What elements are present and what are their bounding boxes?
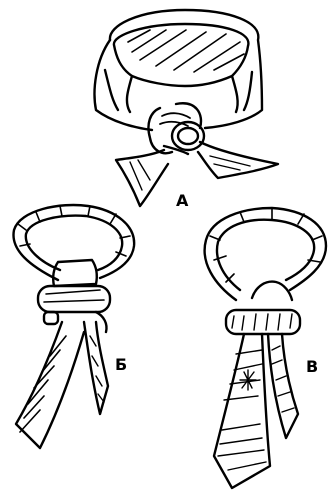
figure-a-label: А (176, 191, 189, 210)
figure-v-ring-knot: В (205, 208, 326, 488)
figure-v-label: В (306, 357, 318, 376)
figure-a-collar-ring: А (95, 10, 278, 210)
figure-b-label: Б (115, 355, 127, 374)
figure-b-loop-knot: Б (13, 205, 134, 448)
